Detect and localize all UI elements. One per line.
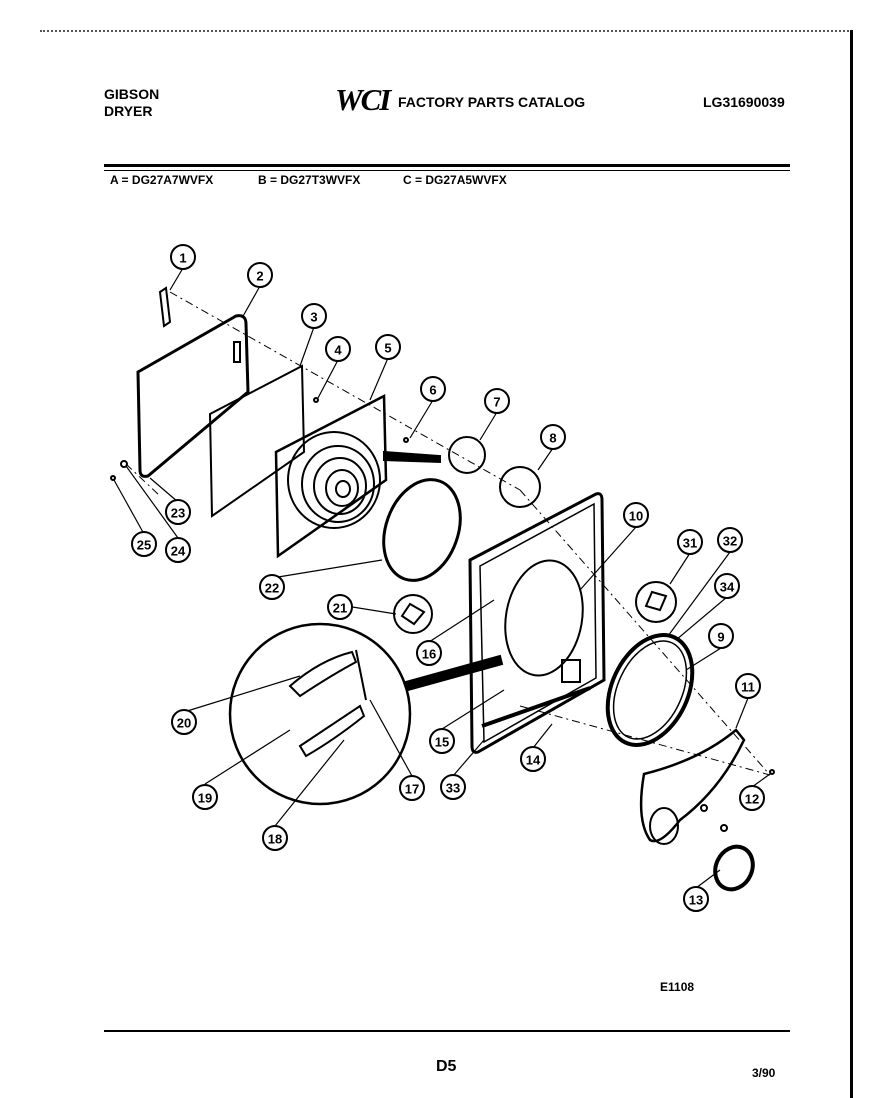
callout-4: [325, 336, 351, 362]
part-22-seal-ring: [382, 478, 462, 582]
footer-rule: [104, 1030, 790, 1032]
part-5-door-liner: [274, 393, 388, 559]
callout-11: [735, 673, 761, 699]
part-13-ring: [713, 844, 755, 892]
callout-21-label: 21: [333, 601, 347, 616]
callout-33-label: 33: [446, 781, 460, 796]
drum-opening: [504, 559, 584, 677]
callout-7-label: 7: [493, 395, 500, 410]
callout-7: [484, 388, 510, 414]
callout-31: [677, 529, 703, 555]
callout-14: [520, 746, 546, 772]
switch-housing: [561, 659, 581, 683]
callout-22-label: 22: [265, 581, 279, 596]
callout-1-label: 1: [179, 251, 186, 266]
brand-block: GIBSON DRYER: [104, 86, 159, 120]
part-9-ring: [605, 633, 695, 747]
callout-34-label: 34: [720, 580, 735, 595]
model-b: B = DG27T3WVFX: [258, 173, 361, 187]
model-c: C = DG27A5WVFX: [403, 173, 507, 187]
callout-8: [540, 424, 566, 450]
frame-right-border: [850, 30, 853, 1098]
brand-name: GIBSON: [104, 86, 160, 102]
callout-6-label: 6: [429, 383, 436, 398]
callout-24: [165, 537, 191, 563]
part-3-inner-panel: [208, 364, 306, 518]
header-rule-thin: [104, 170, 790, 171]
detail-circle: [228, 622, 412, 806]
callout-19-label: 19: [198, 791, 212, 806]
callout-3-label: 3: [310, 310, 317, 325]
callout-2-label: 2: [256, 269, 263, 284]
callout-10-label: 10: [629, 509, 643, 524]
callout-17-label: 17: [405, 782, 419, 797]
callout-19: [192, 784, 218, 810]
callout-12: [739, 785, 765, 811]
callout-18: [262, 825, 288, 851]
part-5-vent-outer: [287, 431, 381, 529]
callout-31-label: 31: [683, 536, 697, 551]
callout-17: [399, 775, 425, 801]
callout-5-label: 5: [384, 341, 391, 356]
front-panel: [468, 492, 606, 754]
callout-24-label: 24: [171, 544, 186, 559]
part-2-door-panel: [136, 314, 250, 478]
callout-25-label: 25: [137, 538, 151, 553]
part-31-circle: [635, 581, 677, 623]
callout-16-label: 16: [422, 647, 436, 662]
callout-20: [171, 709, 197, 735]
callout-14-label: 14: [526, 753, 541, 768]
callout-20-label: 20: [177, 716, 191, 731]
callout-11-label: 11: [741, 680, 755, 695]
callout-15: [429, 728, 455, 754]
frame-top-border: [40, 30, 853, 32]
callout-21: [327, 594, 353, 620]
callout-12-label: 12: [745, 792, 759, 807]
callout-16: [416, 640, 442, 666]
drawing-code: E1108: [660, 980, 695, 994]
callout-4-label: 4: [334, 343, 342, 358]
callout-9-label: 9: [717, 630, 724, 645]
callout-15-label: 15: [435, 735, 449, 750]
callout-33: [440, 774, 466, 800]
document-id: LG31690039: [703, 94, 785, 110]
part-2-latch: [233, 341, 241, 363]
callout-8-label: 8: [549, 431, 556, 446]
part-11-duct: [639, 728, 746, 843]
callout-34: [714, 573, 740, 599]
callout-5: [375, 334, 401, 360]
callout-10: [623, 502, 649, 528]
callout-3: [301, 303, 327, 329]
page-number: D5: [436, 1058, 457, 1075]
model-a: A = DG27A7WVFX: [110, 173, 214, 187]
callout-23-label: 23: [171, 506, 185, 521]
product-type: DRYER: [104, 103, 153, 119]
callout-18-label: 18: [268, 832, 282, 847]
part-5-vent-inner: [301, 445, 375, 523]
revision-date: 3/90: [752, 1066, 776, 1080]
part-7-circle: [448, 436, 486, 474]
callout-2: [247, 262, 273, 288]
callout-32: [717, 527, 743, 553]
callout-13: [683, 886, 709, 912]
catalog-title: FACTORY PARTS CATALOG: [398, 94, 586, 110]
wci-logo: WCI: [335, 82, 391, 117]
callout-9: [708, 623, 734, 649]
part-1-hinge: [158, 286, 172, 328]
callout-1: [170, 244, 196, 270]
callout-22: [259, 574, 285, 600]
header-rule-thick: [104, 164, 790, 167]
callout-13-label: 13: [689, 893, 703, 908]
callout-32-label: 32: [723, 534, 737, 549]
callout-23: [165, 499, 191, 525]
part-21-circle: [393, 594, 433, 634]
part-8-circle: [499, 466, 541, 508]
callout-6: [420, 376, 446, 402]
callout-25: [131, 531, 157, 557]
